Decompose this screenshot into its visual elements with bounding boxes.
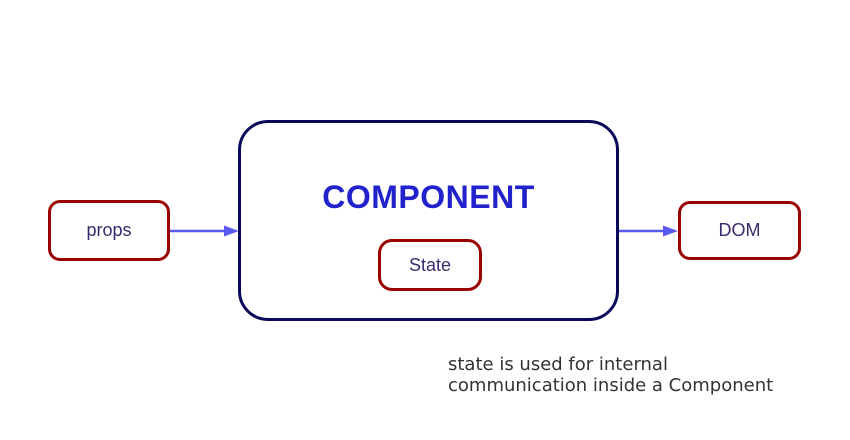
component-label: COMPONENT xyxy=(322,179,535,215)
arrow-head-icon xyxy=(224,225,239,237)
state-node: State xyxy=(378,239,482,291)
dom-label: DOM xyxy=(718,220,761,240)
dom-node: DOM xyxy=(678,201,801,260)
caption-text: state is used for internal communication… xyxy=(448,354,774,396)
arrow-props-to-component-icon xyxy=(170,225,239,237)
state-label: State xyxy=(408,254,452,275)
props-node: props xyxy=(48,200,170,261)
arrow-component-to-dom-icon xyxy=(619,225,678,237)
arrow-head-icon xyxy=(663,225,678,237)
props-label: props xyxy=(86,220,132,240)
